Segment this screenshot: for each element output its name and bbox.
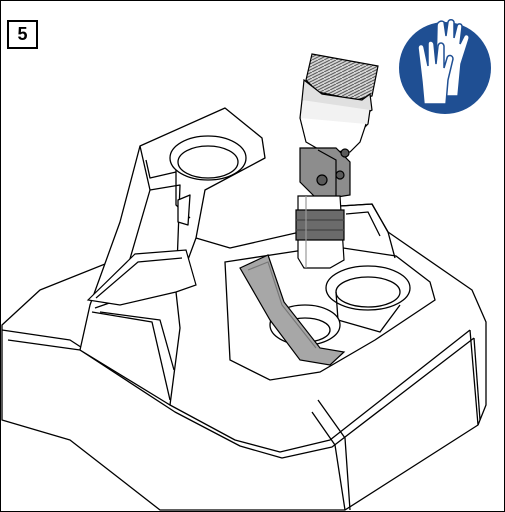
metal-insert: [239, 254, 346, 366]
wear-gloves-icon: [399, 19, 491, 114]
torch: [295, 53, 379, 269]
holder-cups: [224, 203, 436, 381]
step-number-badge: 5: [7, 20, 38, 49]
holder-left-recess: [86, 249, 197, 306]
